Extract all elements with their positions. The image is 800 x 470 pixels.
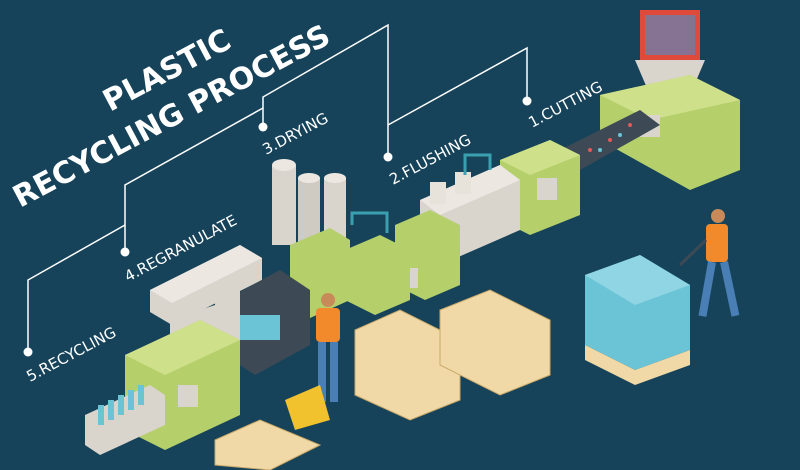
cutting-machine: [600, 10, 740, 190]
conveyor-belt: [560, 110, 660, 170]
drying-machine: [272, 159, 410, 318]
step-label-recycling: 5.RECYCLING: [23, 323, 119, 385]
wooden-pallets: [214, 289, 551, 470]
step-label-drying: 3.DRYING: [259, 109, 331, 159]
worker-left: [285, 293, 340, 430]
worker-right: [678, 209, 740, 317]
step-label-cutting: 1.CUTTING: [525, 78, 605, 132]
recycling-machine: [85, 320, 240, 455]
step-connectors: [23, 23, 532, 357]
flushing-machine: [395, 140, 580, 300]
bottle-stack-on-pallet: [585, 255, 690, 385]
